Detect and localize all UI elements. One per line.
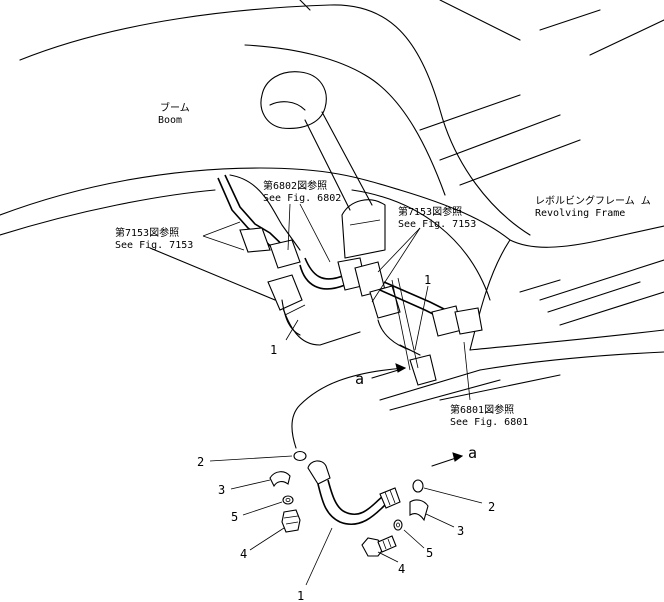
oring-left	[293, 450, 307, 462]
view-a-markers	[291, 363, 464, 467]
callout-clamp-right: 3	[457, 524, 464, 538]
boom-label-en: Boom	[158, 115, 182, 126]
bolt-right	[361, 535, 397, 557]
boom-cylinder	[260, 71, 386, 259]
hose-assembly	[307, 460, 401, 525]
ref-6802-label-en: See Fig. 6802	[263, 193, 341, 204]
revolving-frame-label-en: Revolving Frame	[535, 208, 625, 219]
bolt-left	[281, 509, 301, 533]
callout-hose-upper-right: 1	[424, 273, 431, 287]
washer-right	[393, 519, 403, 531]
oring-right	[412, 479, 424, 493]
callout-hose-upper-left: 1	[270, 343, 277, 357]
revolving-frame-label-jp: レボルビングフレーム ム	[535, 194, 651, 207]
ref-6801-label-jp: 第6801図参照	[450, 403, 514, 416]
revolving-frame	[0, 167, 664, 411]
ref-7153-left-label-jp: 第7153図参照	[115, 226, 179, 239]
ref-6802-label-jp: 第6802図参照	[263, 179, 327, 192]
callout-washer-left: 5	[231, 510, 238, 524]
callout-hose-lower: 1	[297, 589, 304, 602]
callout-washer-right: 5	[426, 546, 433, 560]
leader-lines	[202, 203, 483, 586]
ref-7153-left-label-en: See Fig. 7153	[115, 240, 193, 251]
view-a-label-lower: a	[468, 444, 477, 462]
washer-left	[282, 495, 294, 505]
ref-7153-right-label-jp: 第7153図参照	[398, 205, 462, 218]
ref-7153-right-label-en: See Fig. 7153	[398, 219, 476, 230]
callout-bolt-right: 4	[398, 562, 405, 576]
view-a-label-upper: a	[355, 370, 364, 388]
ref-6801-label-en: See Fig. 6801	[450, 417, 528, 428]
callout-oring-right: 2	[488, 500, 495, 514]
exploded-parts	[269, 450, 429, 557]
callout-bolt-left: 4	[240, 547, 247, 561]
boom-label-jp: ブーム	[160, 101, 190, 114]
callout-oring-left: 2	[197, 455, 204, 469]
callout-clamp-left: 3	[218, 483, 225, 497]
clamp-left	[269, 471, 291, 488]
clamp-right	[409, 499, 429, 522]
boom-outline	[19, 0, 664, 236]
